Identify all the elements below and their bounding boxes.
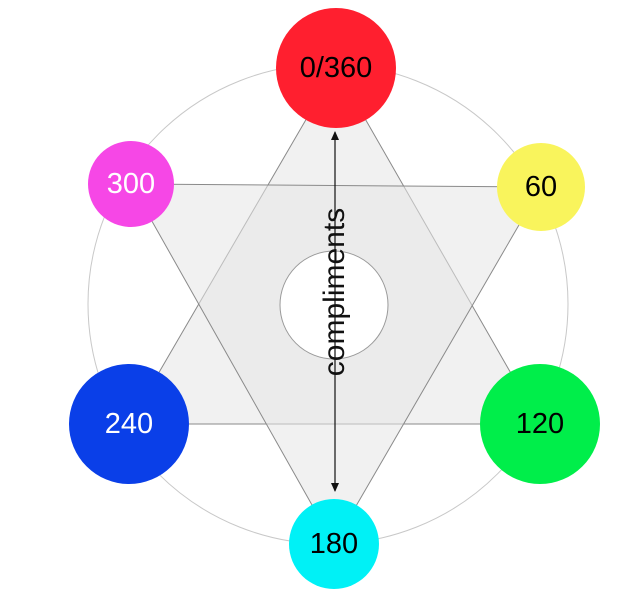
hue-node-cyan: 180 — [289, 499, 379, 589]
hue-node-yellow: 60 — [497, 143, 585, 231]
hue-node-red: 0/360 — [276, 8, 396, 128]
hue-circle-magenta — [88, 141, 174, 227]
hue-circle-cyan — [289, 499, 379, 589]
hue-label-yellow: 60 — [525, 171, 557, 203]
hue-label-red: 0/360 — [300, 52, 373, 84]
hue-circle-blue — [69, 364, 189, 484]
hue-label-blue: 240 — [105, 408, 153, 440]
hue-label-green: 120 — [516, 408, 564, 440]
hue-label-cyan: 180 — [310, 528, 358, 560]
hue-circle-green — [480, 364, 600, 484]
hue-label-magenta: 300 — [107, 168, 155, 200]
hue-circle-yellow — [497, 143, 585, 231]
hue-node-green: 120 — [480, 364, 600, 484]
hue-node-magenta: 300 — [88, 141, 174, 227]
hue-node-blue: 240 — [69, 364, 189, 484]
compliments-label: compliments — [318, 208, 351, 376]
hue-circle-red — [276, 8, 396, 128]
